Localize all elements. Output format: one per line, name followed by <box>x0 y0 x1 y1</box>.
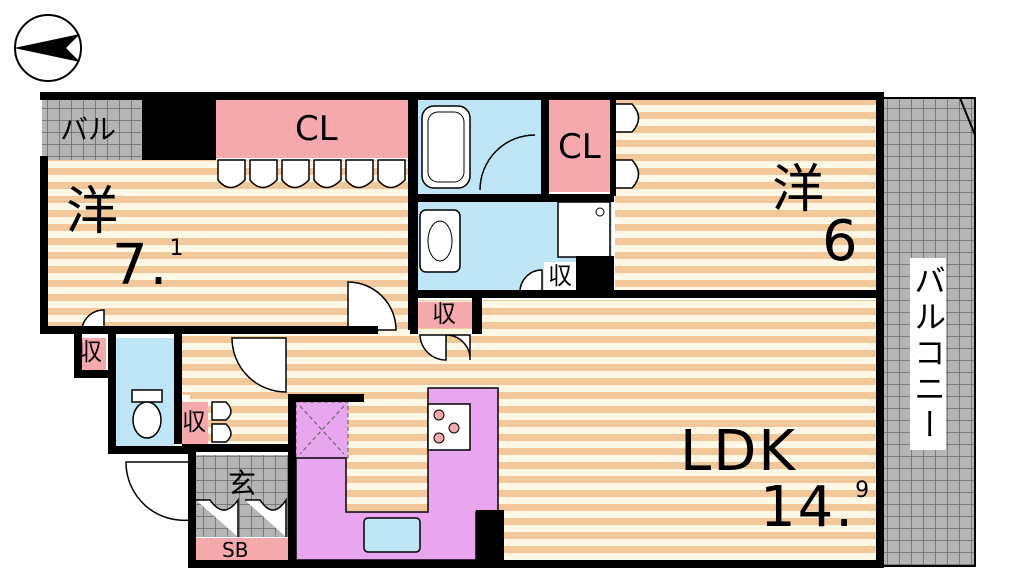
storage-label-1: 収 <box>78 338 102 366</box>
storage-label-3: 収 <box>182 408 206 436</box>
storage-box-1 <box>78 338 106 372</box>
balcony-label: バルコニー <box>909 258 947 450</box>
room-east-size-label: 6 <box>822 209 860 274</box>
ldk-size-decimal: 9 <box>855 478 872 503</box>
kitchen-sink <box>363 517 421 553</box>
washbasin <box>419 209 461 273</box>
shoe-box <box>196 538 288 562</box>
storage-label-2: 収 <box>432 300 456 328</box>
ldk-size-value: 14. <box>760 475 856 540</box>
bathtub <box>421 105 471 189</box>
storage-box-3 <box>182 402 208 444</box>
ldk-label: LDK <box>680 419 798 484</box>
room-east <box>615 100 877 290</box>
closet-right-label: CL <box>558 127 601 167</box>
room-east-type-label: 洋 <box>772 160 825 220</box>
shoe-box-label: SB <box>222 538 249 562</box>
toilet <box>132 401 162 439</box>
washer <box>557 201 611 258</box>
room-west-size-decimal: 1 <box>169 236 186 261</box>
room-west-type-label: 洋 <box>66 182 119 242</box>
entrance-label: 玄 <box>228 467 257 500</box>
room-west-size-value: 7. <box>112 233 170 298</box>
closet-top <box>216 100 408 158</box>
closet-right <box>548 100 610 192</box>
ldk-size-label: 14.9 <box>760 480 871 536</box>
compass-icon <box>14 14 82 82</box>
balcony-small <box>42 98 142 160</box>
storage-box-2 <box>418 302 474 328</box>
storage-label-4: 収 <box>548 262 572 290</box>
storage-box-4 <box>544 262 578 292</box>
room-west-size-label: 7.1 <box>112 238 185 294</box>
closet-top-label: CL <box>295 109 338 149</box>
balcony-small-label: バル <box>60 113 117 146</box>
